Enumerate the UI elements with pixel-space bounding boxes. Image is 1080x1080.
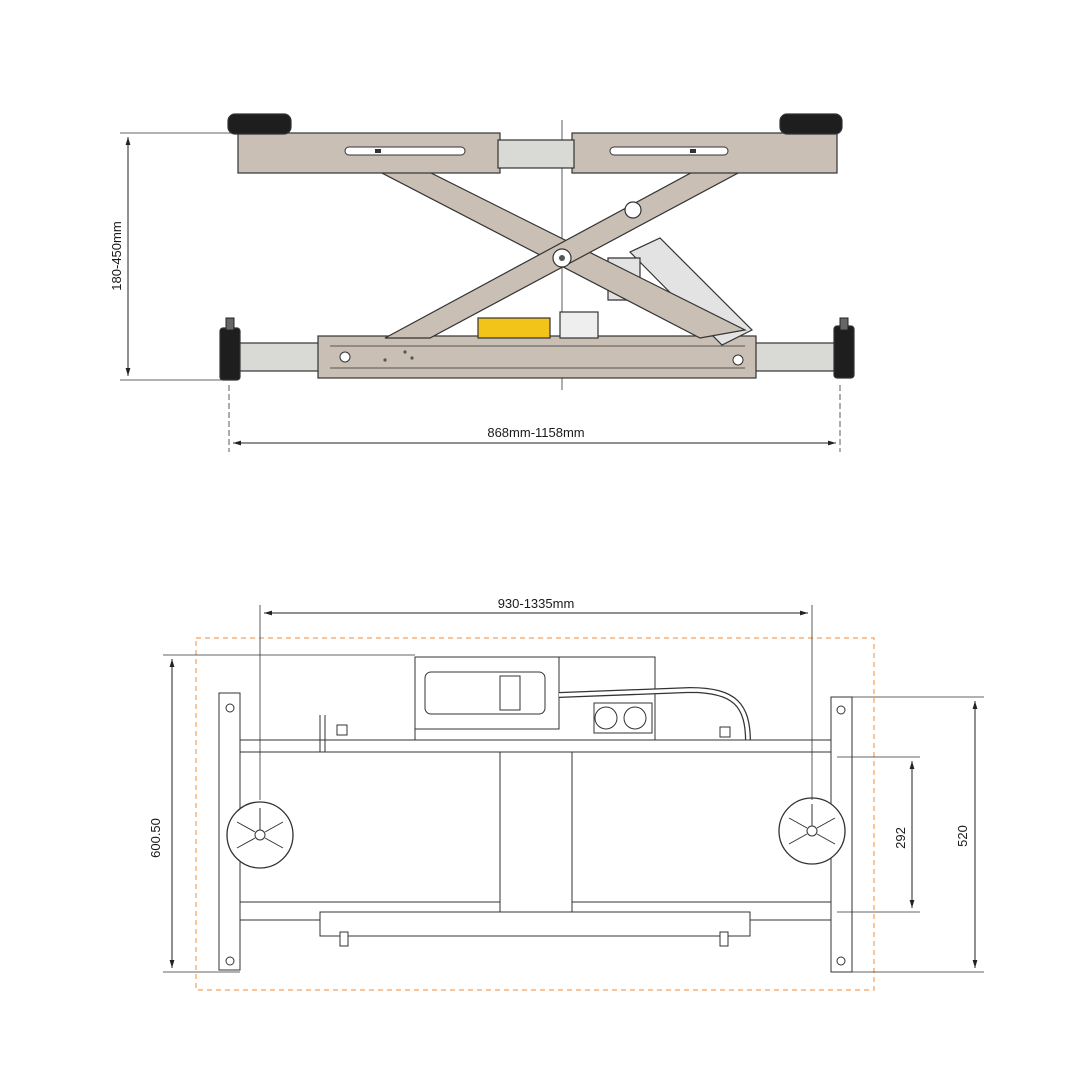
bolt-icon (732, 354, 744, 366)
bolt-icon (339, 351, 351, 363)
outer-dimension: 520 (852, 696, 984, 973)
top-view: 930-1335mm 600.50 292 520 (148, 596, 984, 991)
bolt-icon (225, 956, 235, 966)
outer-dim-label: 520 (955, 825, 970, 847)
left-height-dimension: 600.50 (148, 654, 415, 973)
cylinder-pin-icon (624, 201, 642, 219)
height-dimension: 180-450mm (109, 132, 232, 381)
valve-left-icon (594, 706, 618, 730)
width-dim-label: 868mm-1158mm (487, 425, 584, 440)
right-rubber-pad (779, 113, 843, 135)
top-rail (236, 739, 838, 753)
yellow-pump-block (477, 317, 551, 339)
left-rubber-pad (227, 113, 292, 135)
right-slot (609, 146, 729, 156)
pad-top-left (226, 801, 294, 869)
center-beam (499, 751, 573, 913)
left-slot (344, 146, 466, 156)
pad-top-right (778, 797, 846, 865)
side-view: 180-450mm 868mm-1158mm (109, 113, 855, 452)
base-frame (234, 335, 846, 379)
scissor-arms (377, 167, 747, 339)
bolt-icon (225, 703, 235, 713)
lower-bracket (319, 911, 751, 937)
center-connector (497, 139, 575, 169)
right-end-cap (833, 325, 855, 379)
footprint-outline (195, 637, 875, 991)
inner-dim-label: 292 (893, 827, 908, 849)
end-block-right (833, 317, 855, 379)
end-block-left (219, 317, 241, 381)
inner-dimension: 292 (837, 756, 920, 913)
bolt-icon (836, 956, 846, 966)
left-end-bolt (225, 317, 235, 331)
bolt-icon (836, 705, 846, 715)
motor-body (424, 671, 546, 715)
top-platform (227, 113, 843, 174)
left-height-dim-label: 600.50 (148, 818, 163, 858)
base-housing (317, 335, 757, 379)
span-dim-label: 930-1335mm (498, 596, 575, 611)
span-dimension: 930-1335mm (259, 596, 813, 800)
left-pad-icon (226, 801, 294, 869)
motor-block (559, 311, 599, 339)
lift-frame (236, 715, 838, 947)
width-dimension: 868mm-1158mm (228, 385, 841, 452)
right-end-bolt (839, 317, 849, 331)
pump-housing (414, 656, 751, 750)
left-end-cap (219, 327, 241, 381)
valve-right-icon (623, 706, 647, 730)
height-dim-label: 180-450mm (109, 221, 124, 290)
